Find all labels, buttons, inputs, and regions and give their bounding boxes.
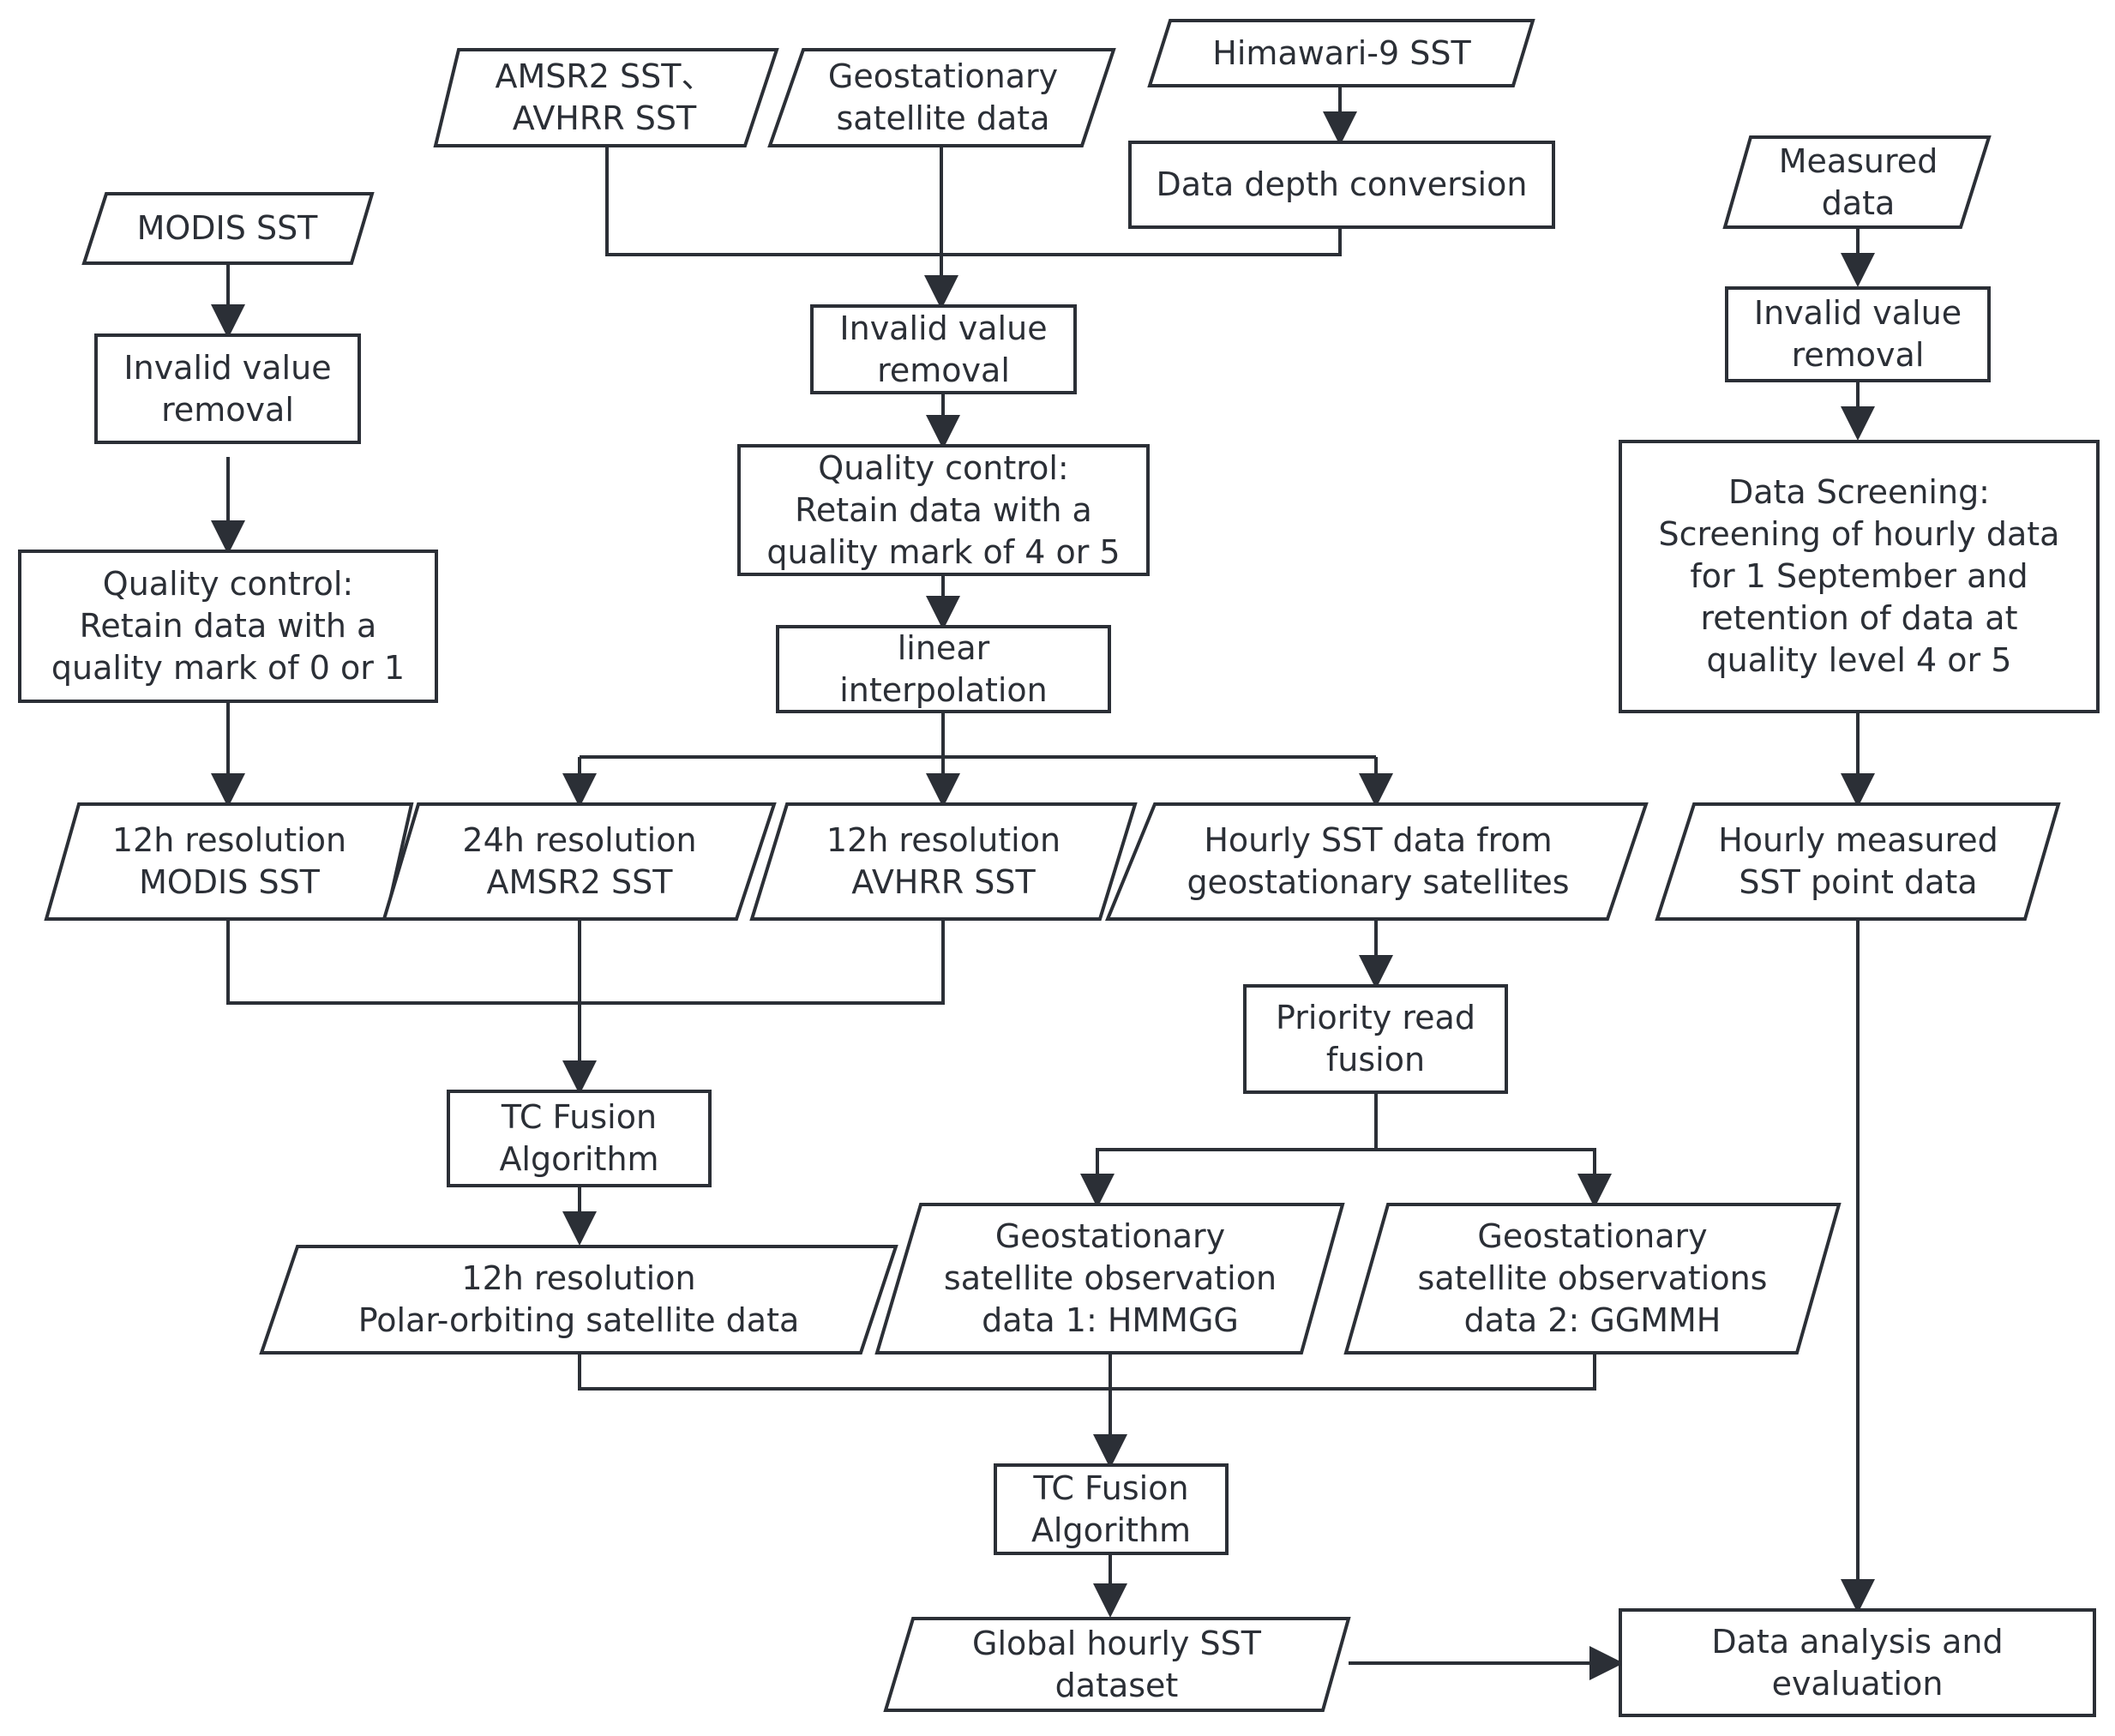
shape-invalid-removal-right [1725, 286, 1991, 382]
shape-qc-center [737, 444, 1150, 576]
node-amsr2-24h: 24h resolution AMSR2 SST [462, 821, 697, 901]
shape-amsr2-24h [382, 802, 777, 921]
shape-geo-obs-2 [1343, 1203, 1842, 1355]
node-tc-fusion-2: TC Fusion Algorithm [1030, 1469, 1192, 1549]
node-hourly-geo-sst: Hourly SST data from geostationary satel… [1187, 821, 1570, 901]
node-data-screening: Data Screening: Screening of hourly data… [1658, 473, 2060, 679]
node-qc-left: Quality control: Retain data with a qual… [51, 565, 406, 687]
node-tc-fusion-1: TC Fusion Algorithm [499, 1098, 659, 1178]
node-invalid-removal-center: Invalid value removal [839, 309, 1048, 389]
shape-global-hourly [883, 1617, 1351, 1712]
connector-modis-avhrr-merge [226, 919, 945, 1005]
node-geo-obs-1: Geostationary satellite observation data… [943, 1217, 1277, 1339]
shape-data-screening [1619, 440, 2100, 713]
node-himawari-sst: Himawari-9 SST [1212, 33, 1471, 72]
shapes [18, 19, 2100, 1717]
shape-avhrr-12h [749, 802, 1138, 921]
shape-geo-obs-1 [874, 1203, 1345, 1355]
node-modis-12h: 12h resolution MODIS SST [111, 821, 347, 901]
node-modis-sst: MODIS SST [136, 209, 318, 247]
node-invalid-removal-left: Invalid value removal [123, 348, 332, 429]
shape-tc-fusion-1 [447, 1090, 712, 1187]
connectors [211, 86, 1875, 1680]
shape-hourly-measured [1655, 802, 2061, 921]
shape-analysis [1619, 1608, 2096, 1717]
shape-polar-12h [259, 1245, 898, 1355]
node-avhrr-12h: 12h resolution AVHRR SST [826, 821, 1061, 901]
node-amsr2-avhrr-sst: AMSR2 SST、 AVHRR SST [495, 57, 714, 137]
shape-measured-data [1722, 135, 1992, 229]
node-measured-data: Measured data [1778, 141, 1938, 222]
node-geostationary-data: Geostationary satellite data [827, 57, 1059, 137]
shape-himawari-sst [1147, 19, 1535, 87]
shape-priority-fusion [1243, 984, 1508, 1094]
node-depth-conversion: Data depth conversion [1156, 165, 1528, 203]
connector-priority-split [1096, 1092, 1596, 1204]
shape-modis-sst [81, 192, 375, 265]
node-linear-interpolation: linear interpolation [839, 628, 1048, 709]
connector-amsr2-merge [605, 146, 1342, 256]
shape-linear-interpolation [776, 625, 1111, 713]
node-global-hourly: Global hourly SST dataset [972, 1624, 1261, 1704]
shape-hourly-geo-sst [1105, 802, 1649, 921]
node-qc-center: Quality control: Retain data with a qual… [766, 448, 1121, 571]
shape-depth-conversion [1128, 141, 1555, 229]
node-geo-obs-2: Geostationary satellite observations dat… [1417, 1217, 1768, 1339]
node-polar-12h: 12h resolution Polar-orbiting satellite … [358, 1259, 800, 1339]
node-analysis: Data analysis and evaluation [1711, 1622, 2004, 1703]
shape-geostationary-data [767, 48, 1116, 147]
shape-amsr2-avhrr-sst [433, 48, 779, 147]
shape-invalid-removal-left [94, 333, 361, 444]
node-priority-fusion: Priority read fusion [1276, 999, 1475, 1078]
shape-tc-fusion-2 [994, 1463, 1229, 1555]
shape-qc-left [18, 550, 438, 703]
connector-polar-geo-merge [578, 1353, 1596, 1391]
node-invalid-removal-right: Invalid value removal [1753, 294, 1962, 374]
shape-invalid-removal-center [810, 304, 1077, 394]
node-hourly-measured: Hourly measured SST point data [1718, 821, 1998, 901]
